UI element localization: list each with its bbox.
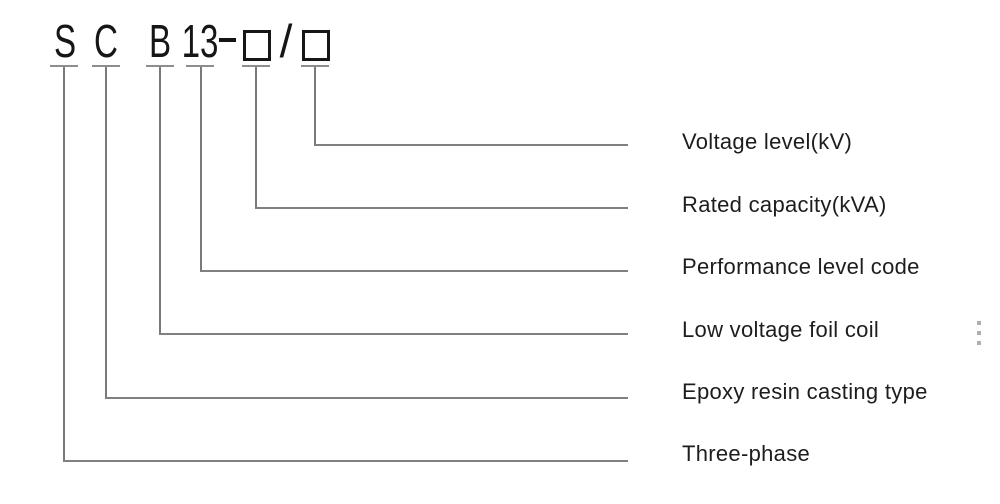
connector-vertical-low-voltage — [159, 67, 161, 335]
tick-under-s — [50, 65, 78, 67]
connector-horizontal-voltage-level — [314, 144, 628, 146]
code-char-b: B — [148, 15, 172, 67]
placeholder-box-capacity — [243, 30, 271, 61]
placeholder-box-voltage — [302, 30, 330, 61]
connector-vertical-rated-capacity — [255, 67, 257, 209]
code-char-s: S — [53, 15, 77, 67]
code-char-13: 13 — [181, 15, 219, 67]
tick-under-c — [92, 65, 120, 67]
tick-under-13 — [186, 65, 214, 67]
connector-horizontal-three-phase — [63, 460, 628, 462]
tick-under-box1 — [242, 65, 270, 67]
label-voltage-level: Voltage level(kV) — [682, 129, 853, 154]
label-three-phase: Three-phase — [682, 441, 811, 466]
connector-horizontal-rated-capacity — [255, 207, 628, 209]
label-low-voltage-coil: Low voltage foil coil — [682, 317, 880, 342]
connector-vertical-voltage-level — [314, 67, 316, 146]
label-performance-code: Performance level code — [682, 254, 920, 279]
label-epoxy-resin: Epoxy resin casting type — [682, 379, 928, 404]
connector-vertical-three-phase — [63, 67, 65, 462]
connector-vertical-epoxy — [105, 67, 107, 399]
connector-horizontal-epoxy — [105, 397, 628, 399]
slash-separator: / — [279, 15, 293, 67]
hyphen-separator — [219, 38, 236, 42]
connector-horizontal-performance — [200, 270, 628, 272]
tick-under-b — [146, 65, 174, 67]
tick-under-box2 — [301, 65, 329, 67]
ellipsis-marker — [977, 321, 982, 347]
connector-horizontal-low-voltage — [159, 333, 628, 335]
code-char-c: C — [94, 15, 118, 67]
label-rated-capacity: Rated capacity(kVA) — [682, 192, 887, 217]
connector-vertical-performance — [200, 67, 202, 272]
